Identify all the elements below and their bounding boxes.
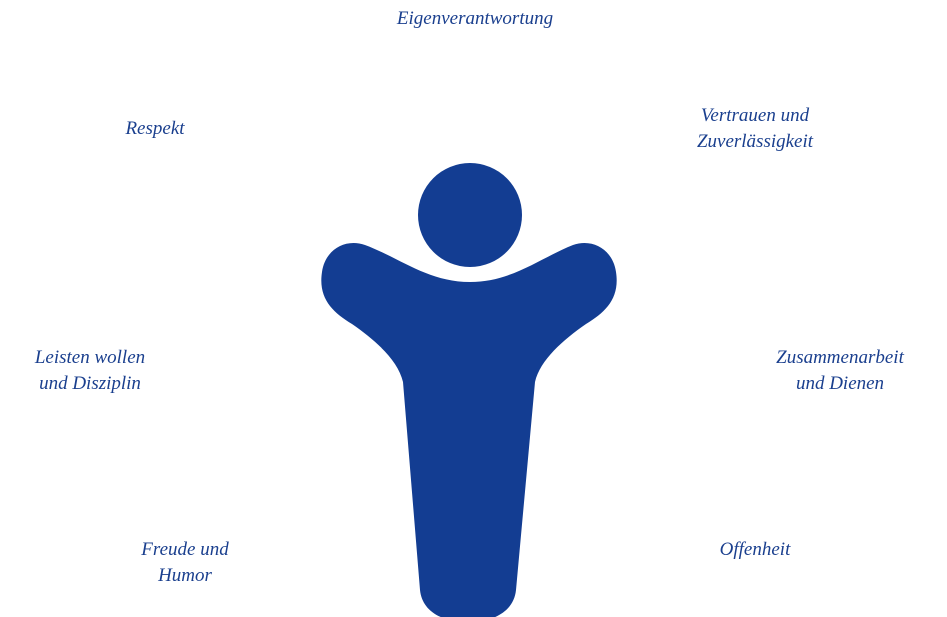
figure-body: [321, 243, 617, 617]
value-line: Respekt: [125, 118, 185, 139]
value-line: Eigenverantwortung: [396, 8, 554, 29]
value-offenheit: Offenheit: [680, 537, 830, 563]
value-line: Humor: [158, 565, 212, 586]
value-line: Offenheit: [719, 539, 791, 560]
figure-head: [418, 163, 522, 267]
value-zusammenarbeit: Zusammenarbeit und Dienen: [735, 345, 945, 397]
value-line: und Dienen: [795, 373, 885, 394]
value-line: Freude und: [141, 539, 229, 560]
value-eigenverantwortung: Eigenverantwortung: [370, 6, 580, 32]
value-line: und Disziplin: [39, 373, 141, 394]
value-respekt: Respekt: [100, 116, 210, 142]
value-line: Leisten wollen: [34, 347, 146, 368]
value-freude: Freude und Humor: [100, 537, 270, 589]
value-leisten-wollen: Leisten wollen und Disziplin: [0, 345, 180, 397]
value-vertrauen: Vertrauen und Zuverlässigkeit: [650, 103, 860, 155]
value-line: Zuverlässigkeit: [696, 131, 814, 152]
value-line: Vertrauen und: [700, 105, 810, 126]
value-line: Zusammenarbeit: [776, 347, 904, 368]
